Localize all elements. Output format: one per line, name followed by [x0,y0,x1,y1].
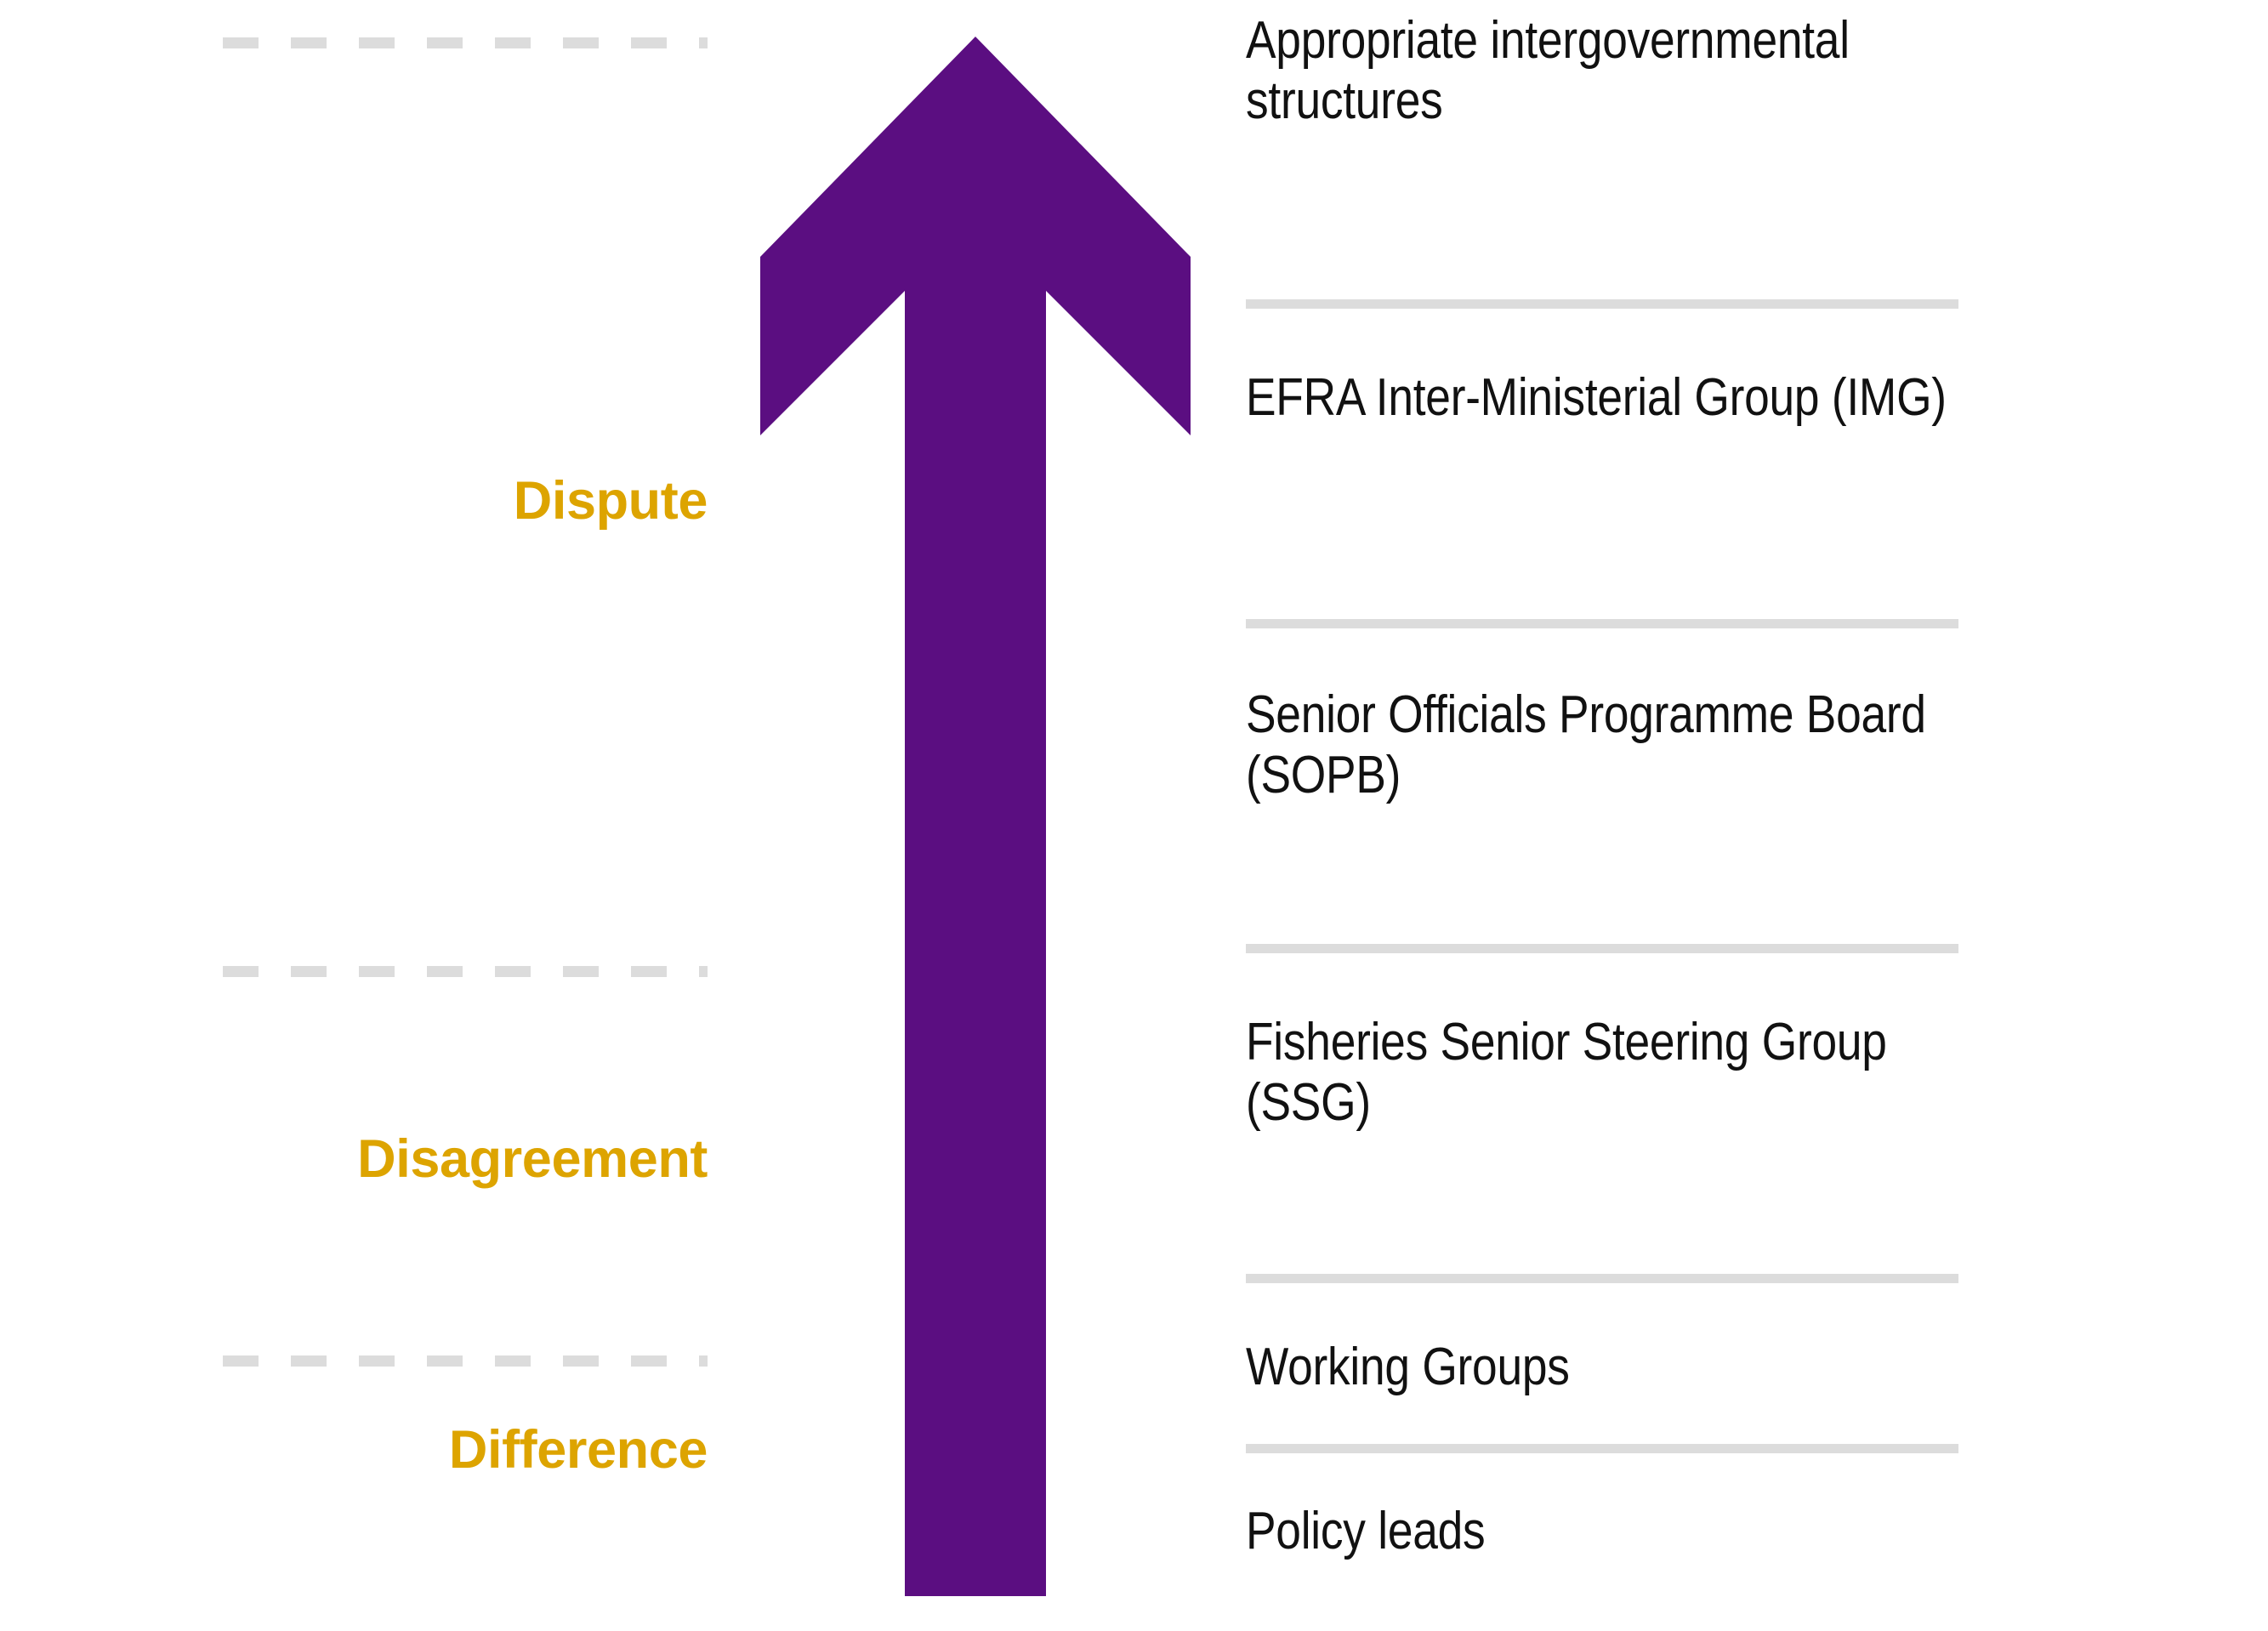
stage-label-dispute-text: Dispute [513,471,708,531]
up-arrow-icon [760,37,1191,1596]
structure-label-ssg: Fisheries Senior Steering Group (SSG) [1246,1013,1887,1133]
stage-label-disagreement-text: Disagreement [357,1129,708,1189]
structure-item-policy-leads: Policy leads [1246,1501,1958,1561]
structure-separator-2 [1246,619,1958,628]
stage-label-dispute: Dispute [0,473,708,529]
escalation-divider-middle [223,966,708,977]
structure-item-sopb: Senior Officials Programme Board (SOPB) [1246,685,1958,806]
stage-label-difference: Difference [0,1422,708,1478]
structure-label-working-groups: Working Groups [1246,1338,1570,1396]
structure-label-img: EFRA Inter-Ministerial Group (IMG) [1246,368,1947,427]
structure-separator-1 [1246,299,1958,309]
structure-separator-3 [1246,944,1958,953]
escalation-divider-top [223,37,708,48]
structure-label-appropriate-structures: Appropriate intergovernmental structures [1246,11,1850,131]
structures-column: Appropriate intergovernmental structures… [1246,0,1958,1631]
structure-separator-4 [1246,1274,1958,1283]
structure-item-working-groups: Working Groups [1246,1337,1958,1397]
escalation-divider-bottom [223,1355,708,1367]
stage-label-disagreement: Disagreement [0,1131,708,1187]
stage-label-difference-text: Difference [448,1420,708,1480]
structure-separator-5 [1246,1444,1958,1453]
structure-item-ssg: Fisheries Senior Steering Group (SSG) [1246,1012,1958,1134]
structure-item-appropriate-structures: Appropriate intergovernmental structures [1246,10,1958,132]
structure-item-img: EFRA Inter-Ministerial Group (IMG) [1246,367,1958,428]
structure-label-policy-leads: Policy leads [1246,1502,1486,1560]
structure-label-sopb: Senior Officials Programme Board (SOPB) [1246,685,1926,805]
